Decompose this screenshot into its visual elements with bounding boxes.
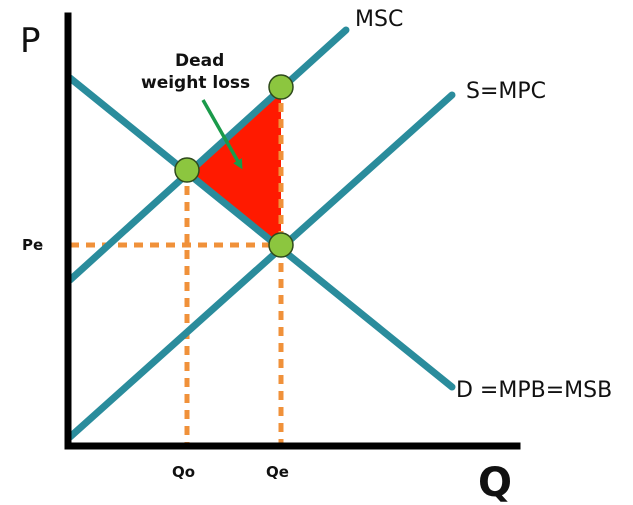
optimum-point: [174, 157, 200, 183]
deadweight-label-line1: Dead: [175, 51, 224, 71]
qo-tick-label: Qo: [172, 463, 195, 481]
demand-curve: [66, 74, 456, 391]
pe-tick-label: Pe: [22, 236, 43, 254]
qe-tick-label: Qe: [266, 463, 289, 481]
msc-label: MSC: [355, 7, 403, 32]
supply-label: S=MPC: [466, 79, 546, 104]
supply-curve: [66, 91, 456, 441]
deadweight-label-line2: weight loss: [141, 73, 250, 93]
y-axis-label: P: [20, 21, 41, 61]
annotation-arrow: [201, 99, 243, 170]
market-equilibrium-point: [268, 232, 294, 258]
demand-label: D =MPB=MSB: [456, 378, 612, 403]
x-axis-label: Q: [478, 460, 512, 505]
deadweight-loss-area: [187, 87, 281, 245]
msc-qe-point: [268, 74, 294, 100]
msc-curve: [66, 26, 350, 284]
